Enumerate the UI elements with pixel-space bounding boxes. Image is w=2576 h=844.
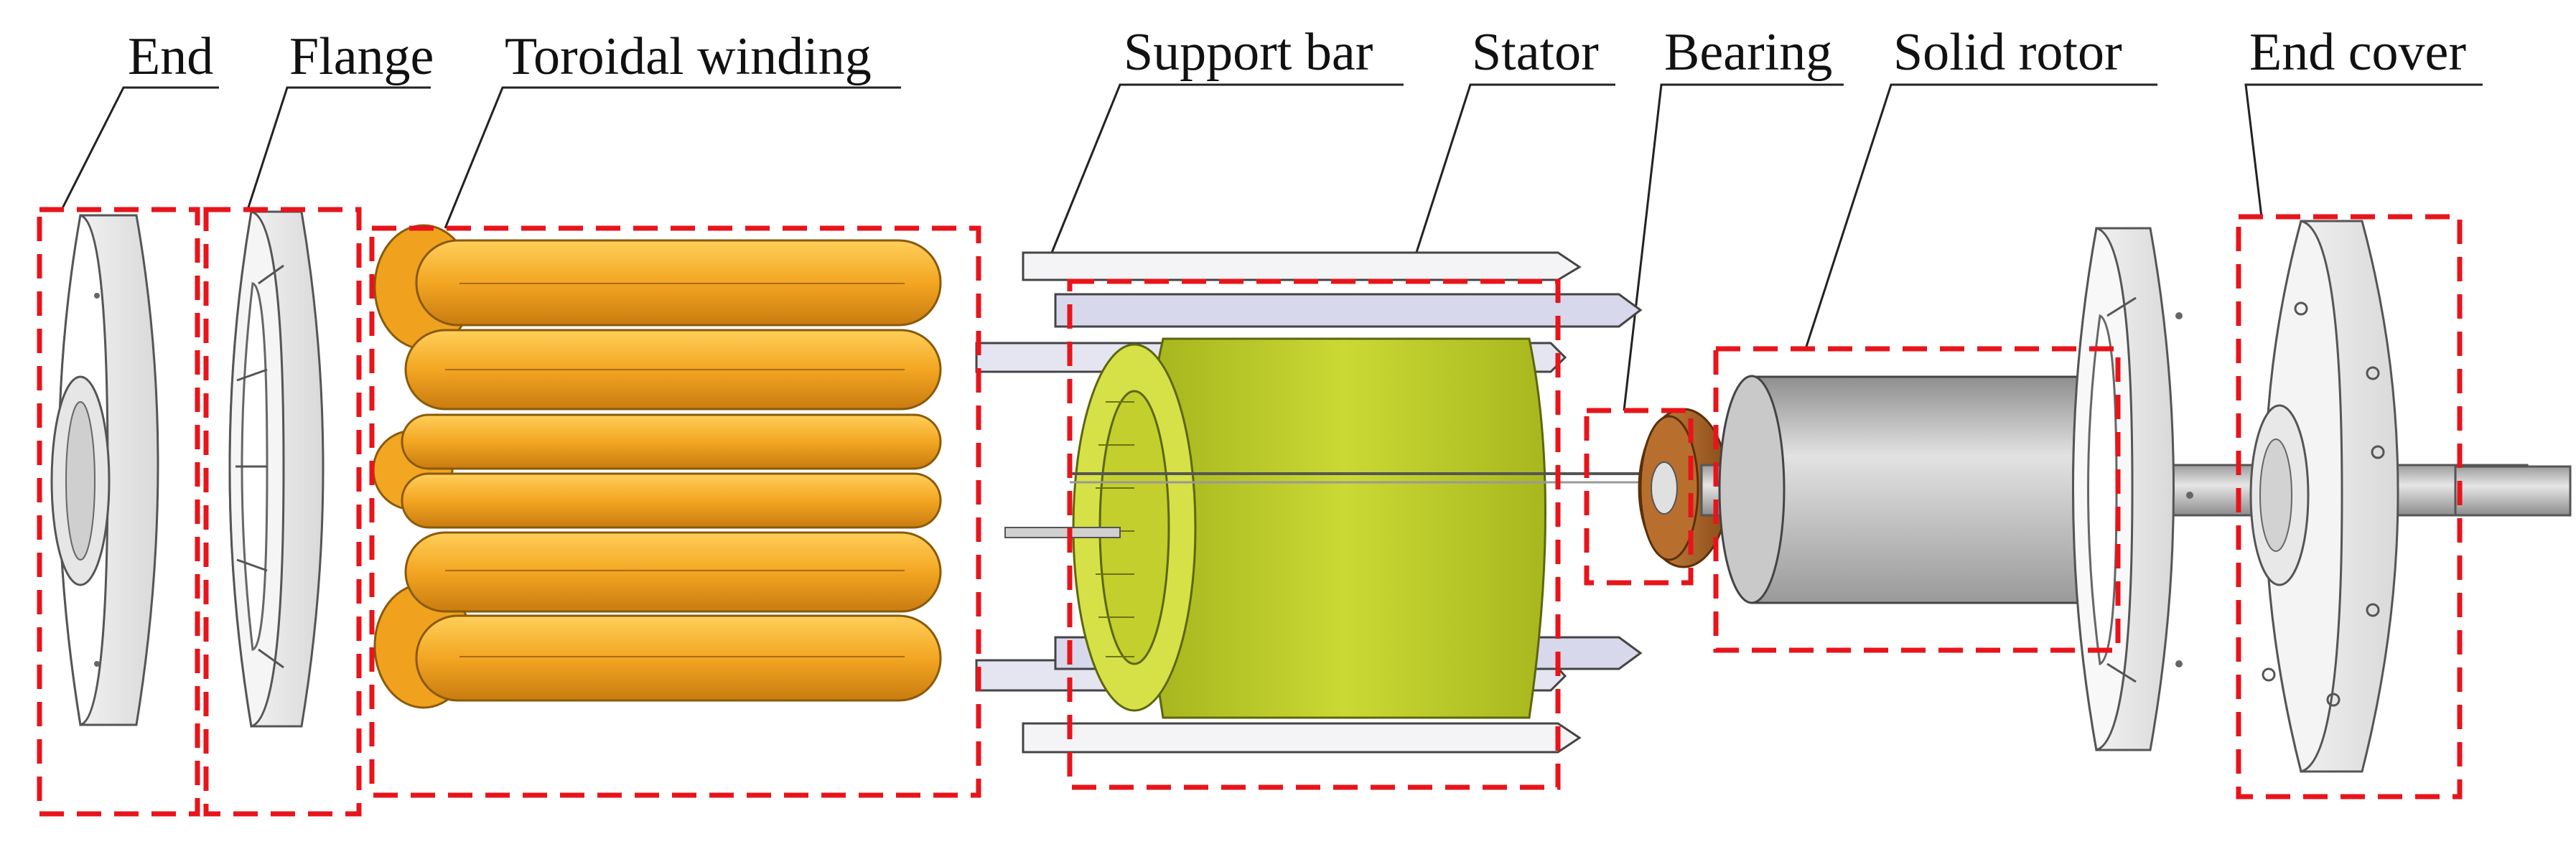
leader-solid-rotor [1804, 83, 2157, 350]
label-end-cover-text: End cover [2249, 23, 2466, 82]
label-toroidal-winding-text: Toroidal winding [505, 27, 872, 86]
label-support-bar-text: Support bar [1124, 23, 1373, 82]
highlight-boxes [37, 207, 2463, 817]
label-stator: Stator [1406, 23, 1615, 282]
label-stator-text: Stator [1472, 23, 1599, 82]
stator-core [1004, 337, 1669, 719]
leader-bearing [1623, 83, 1844, 411]
label-bearing-text: Bearing [1664, 23, 1832, 82]
leader-toroidal-winding [444, 86, 901, 229]
box-flange [203, 207, 362, 817]
leader-stator [1406, 83, 1615, 282]
label-toroidal-winding: Toroidal winding [444, 27, 901, 229]
box-stator [1067, 278, 1561, 790]
box-toroidal-winding [369, 225, 981, 798]
leader-end-cover [2244, 83, 2483, 217]
label-end-text: End [128, 27, 213, 86]
label-solid-rotor: Solid rotor [1804, 23, 2157, 350]
end-cover [2249, 220, 2399, 773]
box-end [37, 207, 200, 817]
end-plate [50, 214, 159, 726]
box-end-cover [2236, 214, 2463, 800]
leader-flange [246, 86, 431, 210]
bearing [1638, 408, 1730, 568]
label-support-bar: Support bar [1050, 23, 1404, 253]
flange-ring [228, 210, 325, 728]
box-bearing [1584, 408, 1694, 586]
label-end: End [60, 27, 219, 210]
label-end-cover: End cover [2244, 23, 2483, 217]
label-flange-text: Flange [289, 27, 434, 86]
label-flange: Flange [246, 27, 434, 210]
toroidal-winding [372, 224, 942, 709]
box-solid-rotor [1713, 346, 2121, 653]
leader-support-bar [1050, 83, 1404, 253]
leader-end [60, 86, 219, 210]
label-bearing: Bearing [1623, 23, 1844, 411]
label-solid-rotor-text: Solid rotor [1893, 23, 2122, 82]
